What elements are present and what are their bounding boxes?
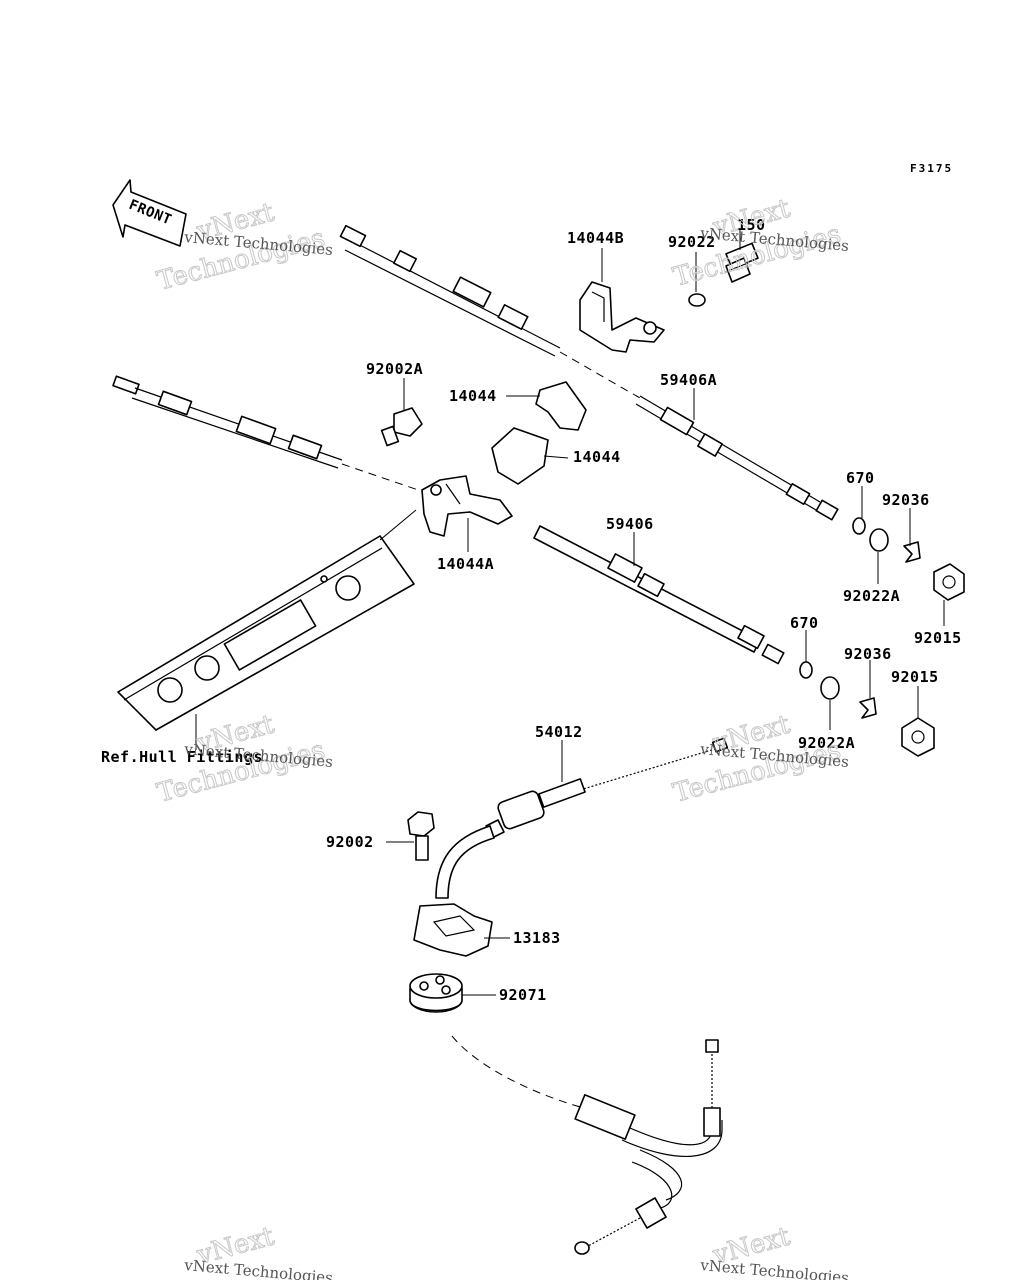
cable-54012 (435, 737, 729, 899)
bolt-92002A (380, 407, 423, 447)
clamp-14044-upper (535, 381, 587, 431)
front-arrow: FRONT (112, 179, 187, 247)
label-92036-upper: 92036 (882, 491, 930, 509)
label-14044B: 14044B (567, 229, 624, 247)
watermark-bottom-left: vNext vNext Technologies (183, 1221, 334, 1280)
label-92022A-upper: 92022A (843, 587, 900, 605)
label-92002: 92002 (326, 833, 374, 851)
label-92071: 92071 (499, 986, 547, 1004)
label-59406: 59406 (606, 515, 654, 533)
washer-92022 (688, 293, 706, 307)
label-59406A: 59406A (660, 371, 717, 389)
bolt-92002 (407, 811, 435, 861)
label-13183: 13183 (513, 929, 561, 947)
label-150: 150 (737, 216, 766, 234)
label-14044-upper: 14044 (449, 387, 497, 405)
hull-panel (117, 535, 415, 731)
label-670-upper: 670 (846, 469, 875, 487)
washer-92022A-upper (869, 528, 889, 552)
cable-59406A (339, 224, 839, 521)
figure-code: F3175 (910, 162, 953, 175)
label-92015-upper: 92015 (914, 629, 962, 647)
label-14044-lower: 14044 (573, 448, 621, 466)
label-92022A-lower: 92022A (798, 734, 855, 752)
cable-lower-choke (451, 1035, 723, 1255)
leader-lines (195, 230, 945, 996)
label-92015-lower: 92015 (891, 668, 939, 686)
bracket-14044A (421, 475, 513, 537)
svg-text:vNext Technologies: vNext Technologies (183, 1256, 334, 1280)
bracket-14044B (579, 281, 665, 353)
nut-92015-lower (901, 717, 935, 757)
clip-92036-lower (859, 697, 877, 719)
plate-13183 (413, 903, 493, 957)
clamp-14044-lower (491, 427, 549, 485)
grommet-92071 (409, 973, 463, 1013)
nut-92015-upper (933, 563, 965, 601)
o-ring-670-upper (852, 517, 866, 535)
label-92002A: 92002A (366, 360, 423, 378)
label-92036-lower: 92036 (844, 645, 892, 663)
clip-92036-upper (903, 541, 921, 563)
washer-92022A-lower (820, 676, 840, 700)
svg-text:vNext Technologies: vNext Technologies (699, 1256, 850, 1280)
label-92022: 92022 (668, 233, 716, 251)
watermark-bottom-right: vNext vNext Technologies (699, 1221, 850, 1280)
cable-59406 (112, 375, 785, 665)
label-14044A: 14044A (437, 555, 494, 573)
watermark-mid-right: vNext Technologies vNext Technologies (670, 709, 850, 809)
bolt-150 (724, 242, 759, 283)
label-670-lower: 670 (790, 614, 819, 632)
ref-label: Ref.Hull Fittings (101, 748, 263, 766)
label-54012: 54012 (535, 723, 583, 741)
o-ring-670-lower (799, 661, 813, 679)
